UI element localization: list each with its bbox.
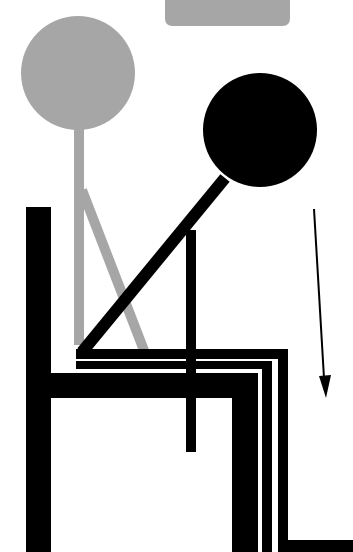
chair	[26, 207, 258, 552]
active-head	[203, 73, 317, 187]
active-figure	[76, 73, 353, 552]
active-shin-front	[278, 349, 288, 552]
chair-seat	[26, 373, 258, 398]
active-thigh-top	[76, 349, 288, 359]
ghost-head	[21, 16, 135, 130]
ghost-leg	[82, 190, 145, 353]
tab-icon	[165, 0, 290, 26]
active-foot	[278, 540, 353, 552]
active-torso	[82, 178, 225, 352]
arrow-head	[319, 375, 331, 398]
active-arm	[186, 230, 196, 452]
active-shin-back	[262, 361, 272, 552]
active-thigh-bottom	[76, 361, 270, 369]
ghost-torso	[74, 125, 84, 345]
downward-arrow-icon	[314, 209, 331, 398]
arrow-shaft	[314, 209, 324, 378]
chair-front-leg	[232, 373, 258, 552]
